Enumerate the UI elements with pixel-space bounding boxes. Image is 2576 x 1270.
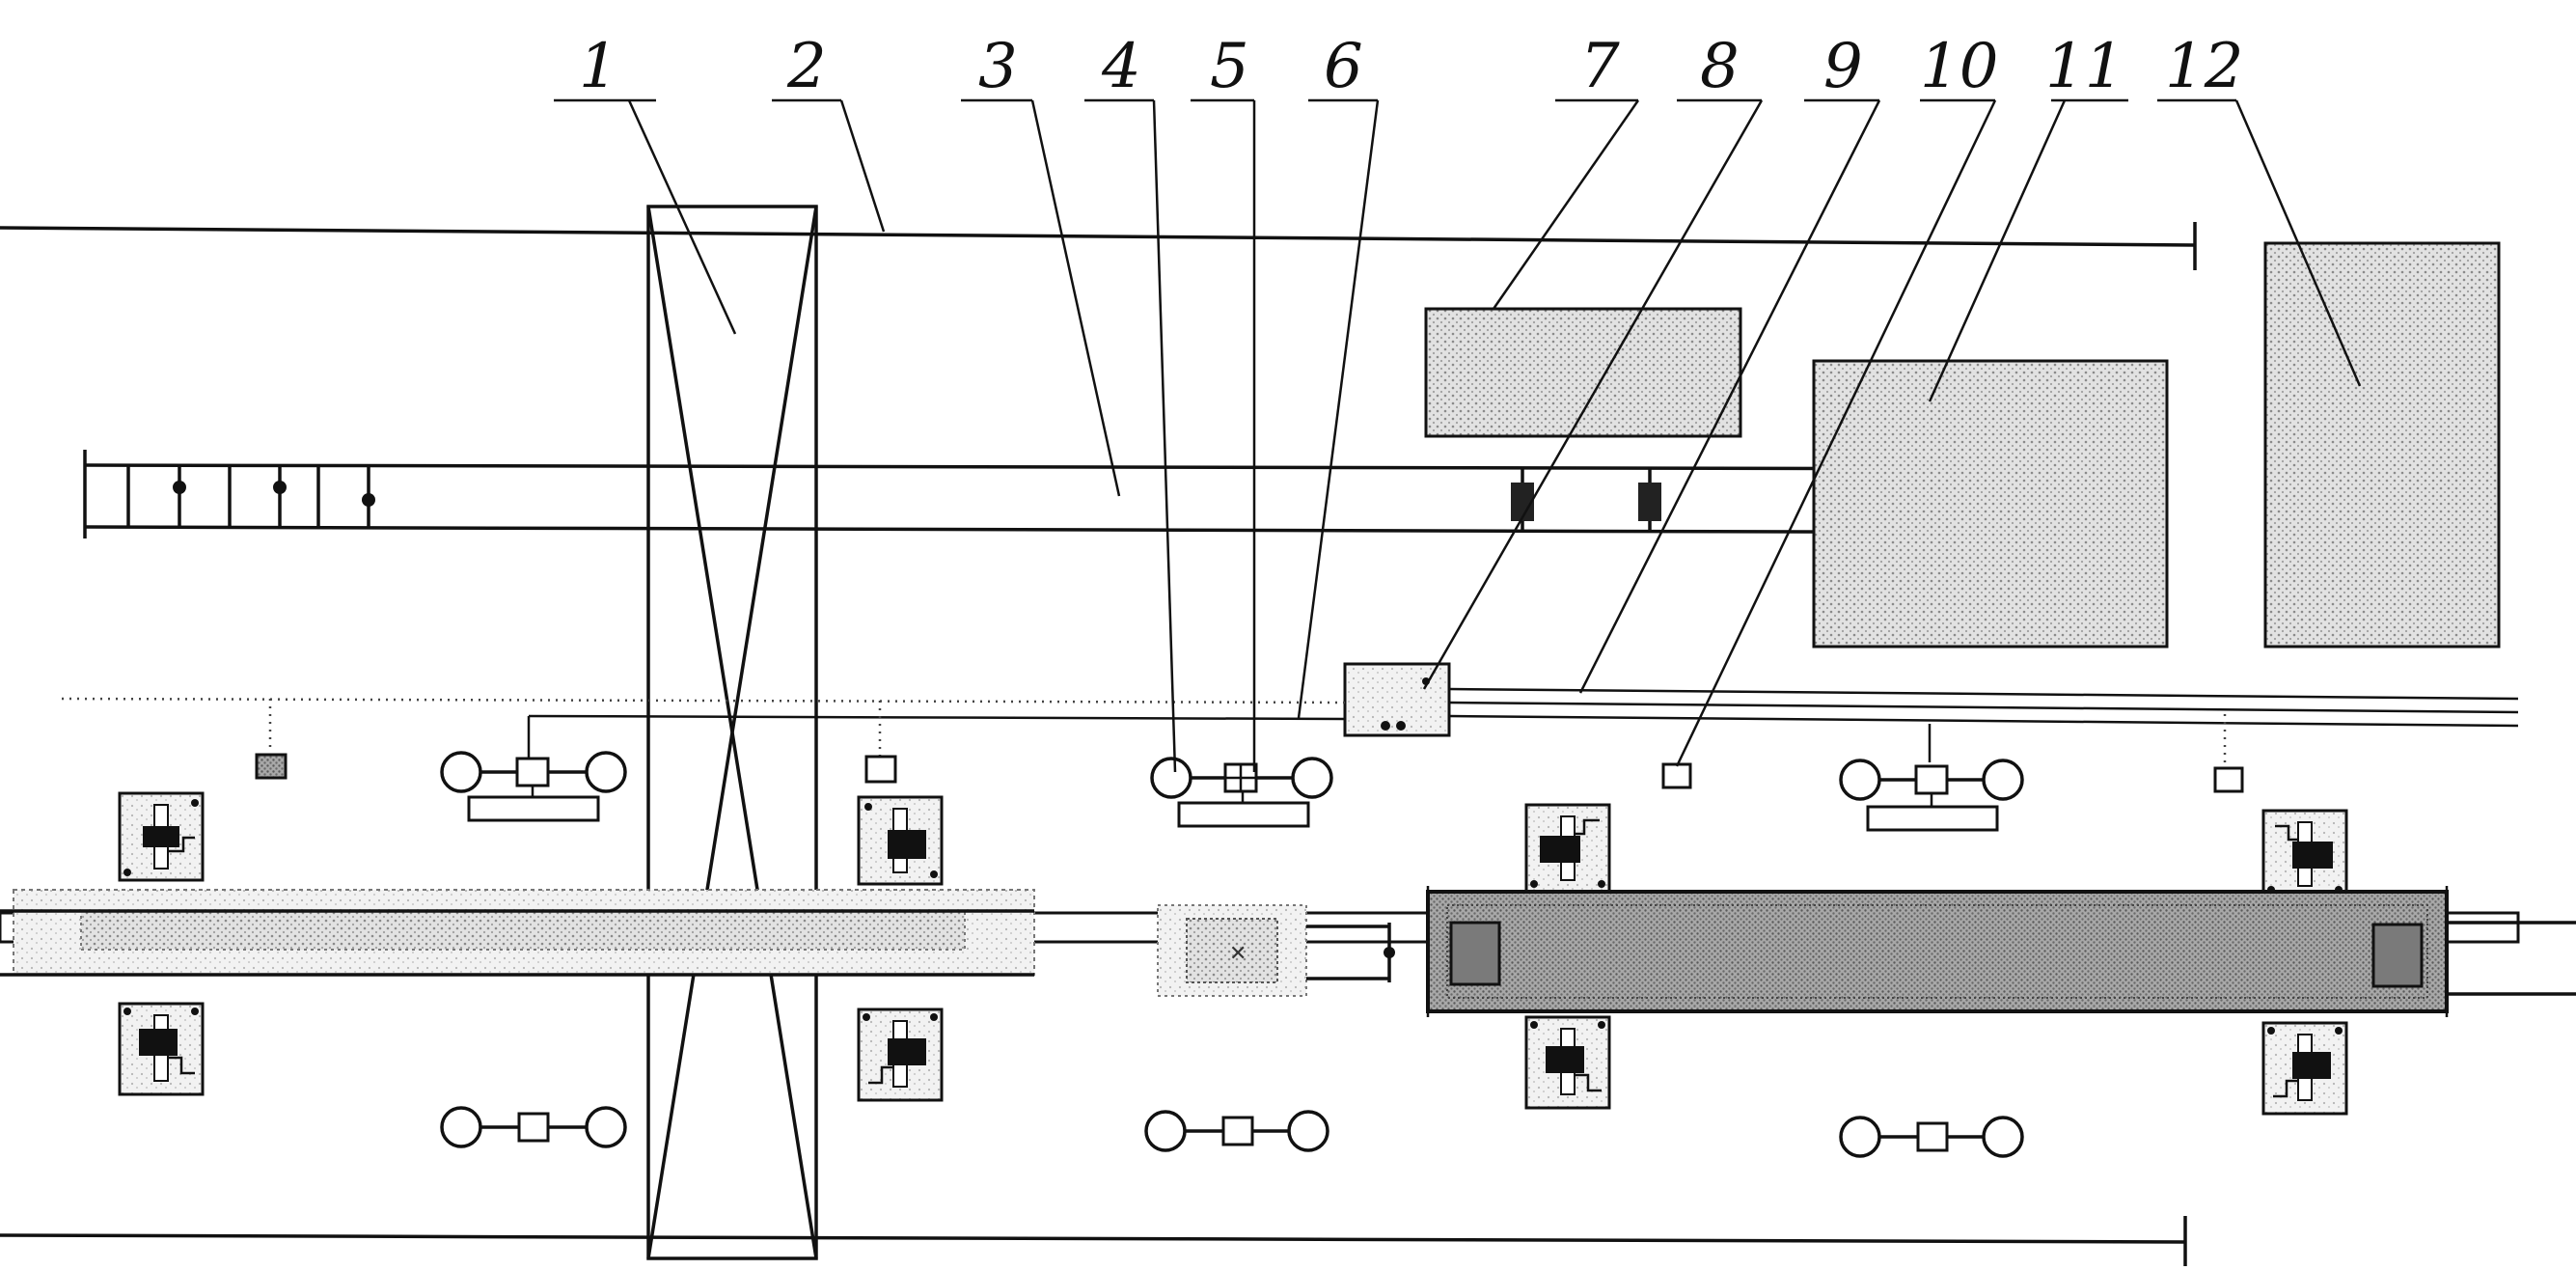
dotted-service-line (61, 697, 1346, 704)
callout-12: 12 (2165, 31, 2243, 102)
crane-frame (646, 205, 818, 1260)
callout-5: 5 (1210, 31, 1249, 102)
leader-lines (554, 98, 2362, 773)
trolley-upper-3 (1839, 759, 2024, 832)
area-11 (1812, 359, 2169, 649)
upper-conveyor (83, 450, 2123, 546)
trolley-lower-2 (1144, 1110, 1329, 1152)
callout-8: 8 (1700, 31, 1740, 102)
conveyor-rollers (126, 465, 1661, 531)
callout-1: 1 (579, 31, 618, 102)
callout-9: 9 (1823, 31, 1863, 102)
area-12 (2263, 241, 2501, 649)
svg-text:✕: ✕ (1229, 942, 1247, 966)
furnace-tube (1426, 886, 2449, 1017)
trolley-lower-3 (1839, 1116, 2024, 1158)
rolling-supports (118, 791, 2348, 1116)
sensors (255, 753, 2244, 793)
callout-10: 10 (1920, 31, 1998, 102)
callout-7: 7 (1580, 31, 1620, 102)
trolley-upper-2 (1150, 757, 1333, 828)
cable-run (527, 687, 2519, 772)
callout-3: 3 (978, 31, 1018, 102)
callout-11: 11 (2045, 31, 2124, 102)
bottom-rail (0, 1216, 2187, 1266)
trolleys (440, 751, 2024, 1158)
top-rail (0, 222, 2197, 270)
trolley-upper-1 (440, 751, 627, 822)
trolley-lower-1 (440, 1106, 627, 1148)
callout-4: 4 (1101, 31, 1141, 102)
area-7 (1424, 307, 1742, 438)
callout-6: 6 (1324, 31, 1363, 102)
callout-2: 2 (786, 31, 827, 102)
callout-labels: 1 2 3 4 5 6 7 8 9 10 11 12 (579, 31, 2243, 102)
